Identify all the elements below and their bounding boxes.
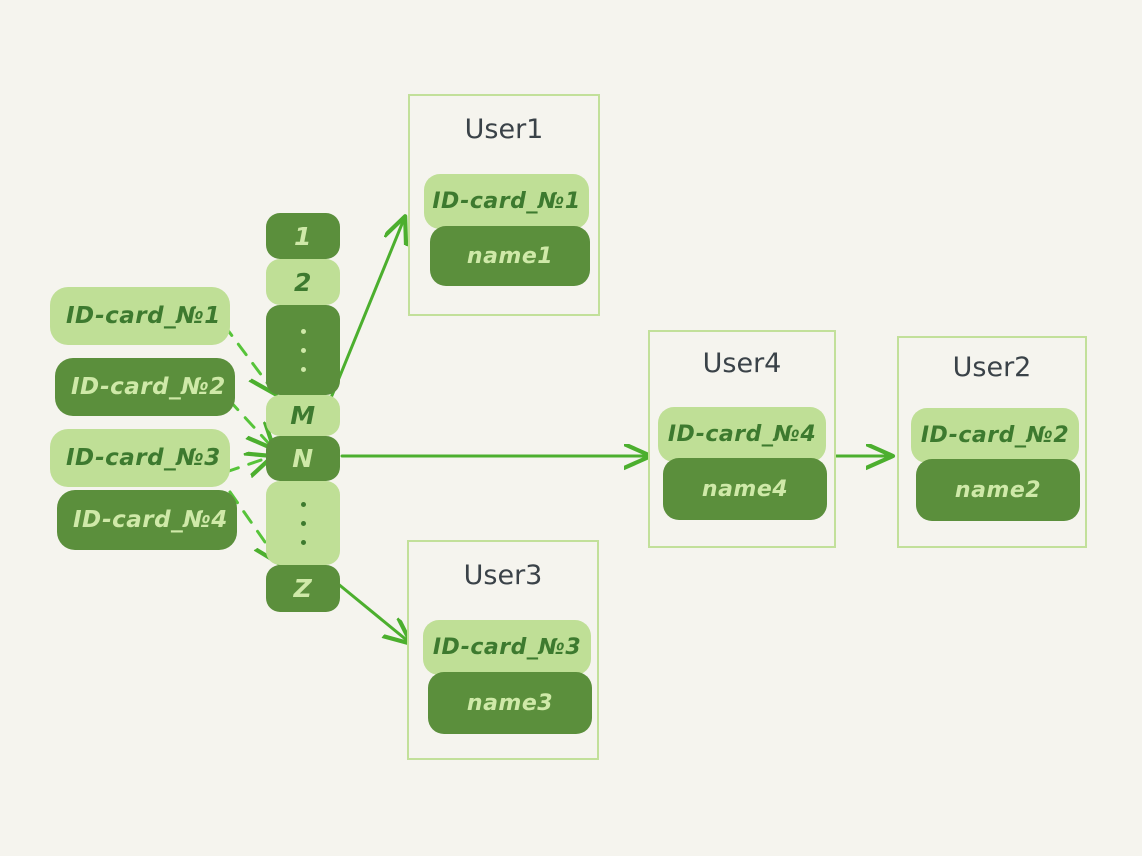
bucket-cell-1-label: 1 [294, 221, 312, 251]
bucket-cell-Z-label: Z [293, 574, 313, 603]
bucket-cell-2[interactable]: 2 [266, 259, 340, 305]
user1-name[interactable]: name1 [430, 226, 590, 286]
id-card-2-label: ID-card_№2 [71, 374, 226, 400]
user1-title: User1 [464, 114, 544, 145]
id-card-2[interactable]: ID-card_№2 [55, 358, 235, 416]
user3-name-label: name3 [466, 690, 554, 716]
user1-id-card-label: ID-card_№1 [432, 189, 581, 214]
id-card-1[interactable]: ID-card_№1 [50, 287, 230, 345]
user1-name-label: name1 [466, 243, 554, 269]
id-card-1-label: ID-card_№1 [66, 303, 221, 329]
vertical-ellipsis-icon [300, 495, 306, 552]
user3-id-card[interactable]: ID-card_№3 [423, 620, 591, 675]
bucket-cell-1[interactable]: 1 [266, 213, 340, 259]
user4-title: User4 [702, 348, 782, 379]
id-card-3-label: ID-card_№3 [66, 445, 221, 471]
user2-id-card[interactable]: ID-card_№2 [911, 408, 1079, 463]
id-card-4-label: ID-card_№4 [73, 507, 228, 533]
bucket-cell-2-label: 2 [294, 267, 312, 297]
user-box-user4[interactable]: User4 ID-card_№4 name4 [648, 330, 836, 548]
user2-id-card-label: ID-card_№2 [920, 423, 1070, 448]
bucket-cell-N-label: N [292, 444, 314, 473]
user2-title: User2 [952, 352, 1032, 383]
user4-name[interactable]: name4 [663, 458, 827, 520]
edge-card3-to-N [224, 457, 270, 472]
user4-id-card[interactable]: ID-card_№4 [658, 407, 826, 462]
vertical-ellipsis-icon [300, 322, 306, 379]
id-card-4[interactable]: ID-card_№4 [57, 490, 237, 550]
user-box-user2[interactable]: User2 ID-card_№2 name2 [897, 336, 1087, 548]
bucket-cell-M[interactable]: M [266, 395, 340, 436]
bucket-cell-ellipsis-lower [266, 481, 340, 565]
user2-name[interactable]: name2 [916, 459, 1080, 521]
user-box-user1[interactable]: User1 ID-card_№1 name1 [408, 94, 600, 316]
bucket-cell-M-label: M [290, 401, 316, 430]
edge-Z-to-user3 [335, 581, 409, 642]
id-card-3[interactable]: ID-card_№3 [50, 429, 230, 487]
bucket-cell-ellipsis-upper [266, 305, 340, 395]
user3-name[interactable]: name3 [428, 672, 592, 734]
user-box-user3[interactable]: User3 ID-card_№3 name3 [407, 540, 599, 760]
bucket-cell-Z[interactable]: Z [266, 565, 340, 612]
user3-id-card-label: ID-card_№3 [432, 635, 582, 660]
user4-id-card-label: ID-card_№4 [667, 422, 817, 447]
bucket-cell-N[interactable]: N [266, 436, 340, 481]
user3-title: User3 [463, 560, 543, 591]
user4-name-label: name4 [701, 476, 789, 502]
user2-name-label: name2 [954, 477, 1042, 503]
user1-id-card[interactable]: ID-card_№1 [424, 174, 589, 229]
